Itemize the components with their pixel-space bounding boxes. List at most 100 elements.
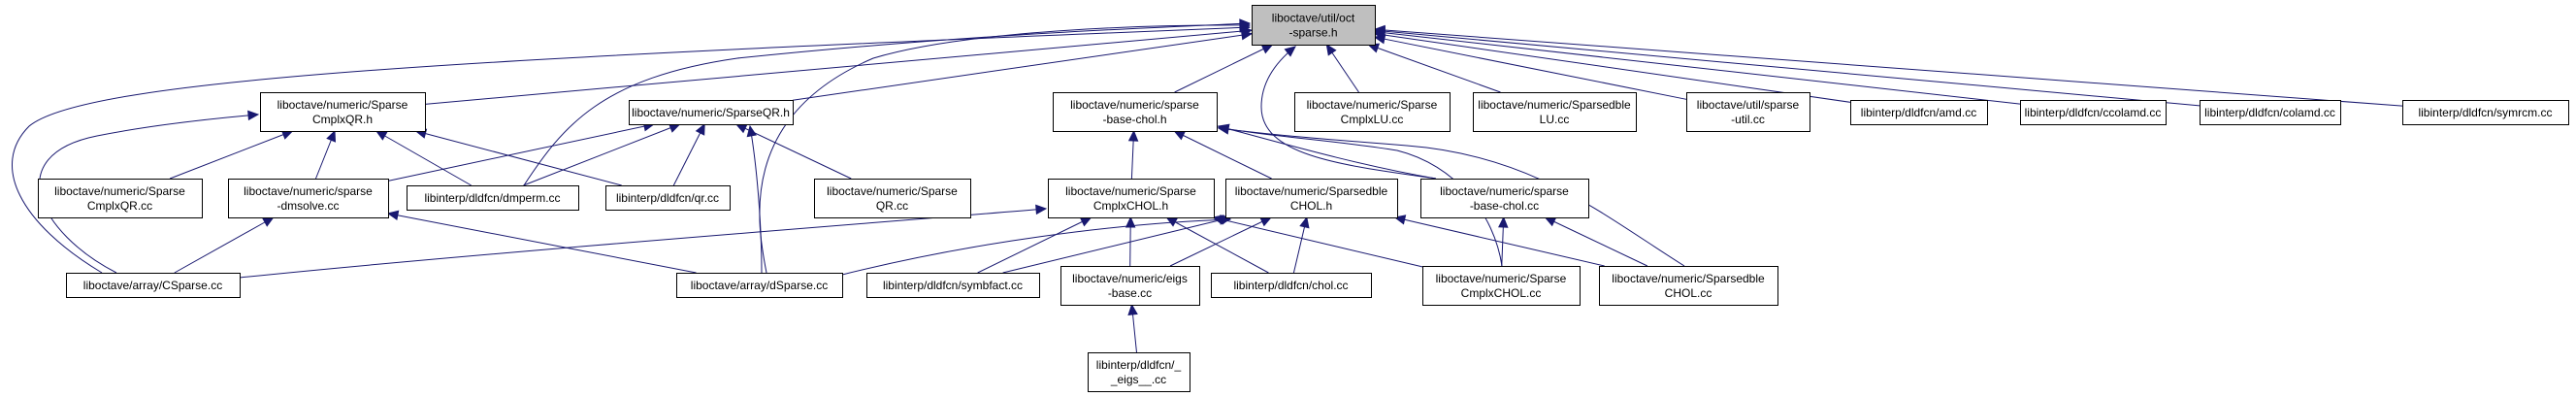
node-label: _eigs__.cc [1110,373,1166,386]
edge-dSparse_cc-to-oct_sparse_h [759,19,1252,274]
edge-dmperm_cc-to-oct_sparse_h [523,18,1252,186]
edge-SparseCmplxCHOL_cc-to-SparseCmplxCHOL_h [1212,215,1423,268]
edge-line [1174,44,1273,93]
node-ccolamd-cc[interactable]: libinterp/dldfcn/ccolamd.cc [2020,100,2167,125]
arrowhead-icon [1259,216,1273,227]
node-box [1420,179,1589,218]
edge-eigs_base_cc-to-SparsedbleCHOL_h [1169,216,1273,267]
edge-line [169,130,293,180]
edge-chol_cc-to-SparsedbleCHOL_h [1292,215,1310,274]
node-box [228,179,389,218]
node-sparse-base-chol-cc[interactable]: liboctave/numeric/sparse-base-chol.cc [1420,179,1589,218]
node-label: liboctave/numeric/sparse [1440,184,1569,198]
node-label: libinterp/dldfcn/dmperm.cc [424,191,560,205]
arrowhead-icon [1284,46,1296,57]
edge-CSparse_cc-to-SparseCmplxQR_h [39,110,260,274]
edge-line [387,123,654,182]
node-label: liboctave/numeric/Sparse [54,184,185,198]
node-chol-cc[interactable]: libinterp/dldfcn/chol.cc [1211,273,1372,298]
node-box [1088,352,1190,392]
node-box [814,179,971,218]
node-box [676,273,843,298]
node-box [2200,100,2341,125]
node-box [1048,179,1215,218]
edge-line [1374,28,2403,107]
edge-sparse_base_chol_cc-to-oct_sparse_h [1260,46,1437,180]
arrowhead-icon [1325,43,1337,56]
node-symbfact-cc[interactable]: libinterp/dldfcn/symbfact.cc [866,273,1040,298]
node-label: libinterp/dldfcn/symbfact.cc [883,279,1023,292]
arrowhead-icon [1173,130,1187,141]
edge-SparseCmplxCHOL_h-to-sparse_base_chol_h [1127,129,1139,180]
node-box [1225,179,1398,218]
edge-line [523,123,680,186]
node-SparseQR-cc[interactable]: liboctave/numeric/SparseQR.cc [814,179,971,218]
node-CSparse-cc[interactable]: liboctave/array/CSparse.cc [66,273,241,298]
node-box [605,185,731,211]
node-SparseQR-h[interactable]: liboctave/numeric/SparseQR.h [629,100,794,125]
node-label: -util.cc [1731,113,1765,126]
node-box [1252,5,1376,46]
edge-dSparse_cc-to-sparse_dmsolve_cc [386,210,697,274]
node-sparse-util-cc[interactable]: liboctave/util/sparse-util.cc [1686,92,1810,132]
arrowhead-icon [1373,24,1386,36]
node-label: CmplxCHOL.cc [1461,286,1542,300]
edge-line [375,130,472,186]
edge-line [1218,127,1685,267]
edge-line [1374,29,2201,107]
node-box [1060,266,1200,306]
node-sparse-base-chol-h[interactable]: liboctave/numeric/sparse-base-chol.h [1053,92,1218,132]
edge-line [792,33,1253,101]
arrowhead-icon [1125,215,1136,228]
node-oct-sparse-h[interactable]: liboctave/util/oct-sparse.h [1252,5,1376,46]
node-box [407,185,579,211]
edge-line [749,125,763,274]
node-box [629,100,794,125]
edge-dSparse_cc-to-SparseQR_h [746,124,763,274]
edge-line [239,208,1047,279]
node-label: CHOL.h [1290,199,1332,213]
node-eigs-base-cc[interactable]: liboctave/numeric/eigs-base.cc [1060,266,1200,306]
node-label: liboctave/util/oct [1272,12,1355,25]
node-label: CmplxQR.cc [87,199,152,213]
node-sparse-dmsolve-cc[interactable]: liboctave/numeric/sparse-dmsolve.cc [228,179,389,218]
edge-SparseQR_h-to-oct_sparse_h [792,29,1254,101]
arrowhead-icon [375,130,388,141]
node-colamd-cc[interactable]: libinterp/dldfcn/colamd.cc [2200,100,2341,125]
edge-SparsedbleCHOL_cc-to-SparsedbleCHOL_h [1393,215,1605,267]
edge-line [1260,46,1437,180]
arrowhead-icon [1165,216,1179,227]
node-label: liboctave/array/dSparse.cc [691,279,828,292]
edge-line [1374,36,1687,100]
node-qr-cc[interactable]: libinterp/dldfcn/qr.cc [605,185,731,211]
node-label: liboctave/array/CSparse.cc [83,279,222,292]
arrowhead-icon [1217,124,1230,135]
node-dSparse-cc[interactable]: liboctave/array/dSparse.cc [676,273,843,298]
edge-line [424,29,1253,105]
node-label: -base-chol.h [1102,113,1166,126]
arrowhead-icon [1239,18,1252,29]
edge-line [1374,33,1851,103]
node-box [1473,92,1637,132]
edge-SparsedbleCHOL_h-to-sparse_base_chol_h [1173,130,1272,180]
node-label: liboctave/numeric/SparseQR.h [632,106,790,119]
node-box [1294,92,1451,132]
node-symrcm-cc[interactable]: libinterp/dldfcn/symrcm.cc [2402,100,2569,125]
edge-sparse_dmsolve_cc-to-SparseQR_h [387,121,656,182]
edge-SparsedbleLU_cc-to-oct_sparse_h [1367,43,1501,93]
edge-symbfact_cc-to-SparseCmplxCHOL_h [977,216,1092,274]
node-eigs-cc[interactable]: libinterp/dldfcn/__eigs__.cc [1088,352,1190,392]
node-dmperm-cc[interactable]: libinterp/dldfcn/dmperm.cc [407,185,579,211]
node-amd-cc[interactable]: libinterp/dldfcn/amd.cc [1850,100,1988,125]
node-label: liboctave/numeric/Sparse [1436,272,1567,285]
node-box [260,92,426,132]
